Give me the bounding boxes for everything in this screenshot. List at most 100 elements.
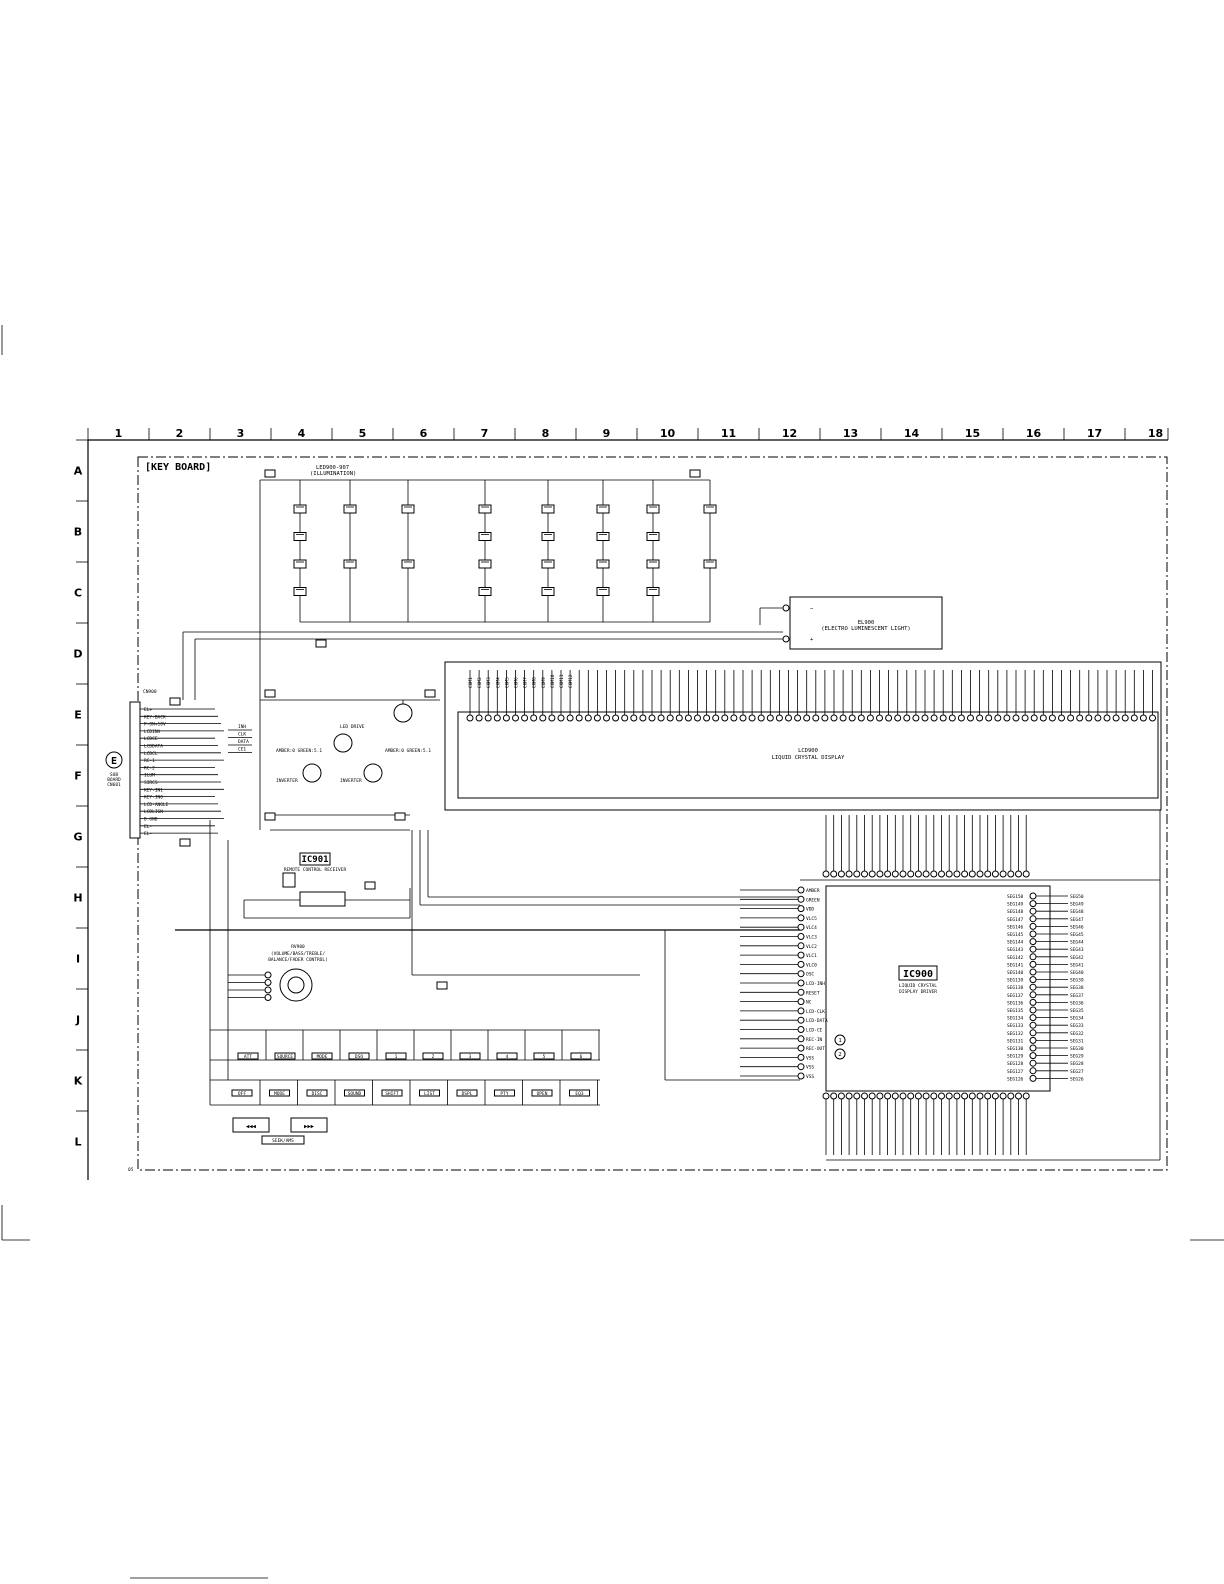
ic900-pin <box>938 870 945 878</box>
led-diode <box>596 504 610 514</box>
lcd-common-label: COM8 <box>532 677 538 688</box>
main-bus <box>175 830 800 1081</box>
ic900-pin-label: VLC1 <box>806 953 817 959</box>
ic900-pin <box>953 1092 961 1100</box>
lcd-pin <box>876 714 883 722</box>
ic900-pin-label: SEG146 <box>1007 924 1024 930</box>
ic901-desc: REMOTE CONTROL RECEIVER <box>284 867 347 873</box>
ic900-pin-net: SEG49 <box>1070 902 1084 908</box>
ic900-pin <box>1029 1052 1037 1060</box>
ic900-pin-net: SEG44 <box>1070 940 1084 946</box>
ic900-pin <box>1029 1044 1037 1052</box>
ic900-pin-label: SEG129 <box>1007 1054 1024 1060</box>
rotary-encoder: RV900 (VOLUME/BASS/TREBLE/ BALANCE/FADER… <box>228 944 328 1002</box>
ic900-pin <box>1029 945 1037 953</box>
connector-pin-label: EL+ <box>144 707 152 713</box>
lcd-pin <box>794 714 802 722</box>
amber-green-label-2: AMBER:0 GREEN:5.1 <box>385 748 431 754</box>
row-label: A <box>74 465 83 478</box>
led-drive-label: LED DRIVE <box>340 724 365 730</box>
ic900-pin-net: SEG32 <box>1070 1031 1084 1037</box>
ic900-pin <box>968 870 976 878</box>
switch-key <box>459 1052 481 1060</box>
bplus-tag <box>264 812 276 821</box>
switch-label: DISC <box>312 1091 323 1097</box>
ic900-pin-net: SEG45 <box>1070 932 1084 938</box>
lcd-pin <box>894 714 902 722</box>
illumination-section: LED900-907 (ILLUMINATION) <box>259 465 717 830</box>
ic900-pin <box>797 1072 805 1080</box>
ic900-pin-net: SEG38 <box>1070 985 1084 991</box>
ic900-pin-label: SEG144 <box>1007 940 1024 946</box>
switch-key <box>531 1089 553 1097</box>
ic900-pin-label: SEG137 <box>1007 993 1024 999</box>
ic900-pin <box>1029 983 1037 991</box>
ic900-pin <box>861 870 868 878</box>
led-diode <box>541 504 555 514</box>
ic900-pin <box>1029 998 1037 1006</box>
lcd-pin <box>502 714 510 722</box>
bplus-tag <box>264 469 276 478</box>
ic900-pin-net: SEG33 <box>1070 1023 1084 1029</box>
ic900-pin <box>976 1092 984 1100</box>
switch-label: SHIFT <box>385 1091 399 1097</box>
bus-label: CE1 <box>238 747 246 753</box>
ic900-pin <box>1029 907 1037 915</box>
ic900-pin <box>797 933 805 940</box>
connector-pin-label: RC-2 <box>144 765 155 771</box>
ic900-pin <box>899 870 907 878</box>
lcd-pin <box>1149 714 1156 722</box>
lcd-pin <box>939 714 947 722</box>
ref-1: 1 <box>838 1038 841 1044</box>
column-label: 15 <box>965 427 980 440</box>
column-label: 18 <box>1148 427 1163 440</box>
ic900-pin <box>861 1092 868 1100</box>
led-diode <box>646 587 660 596</box>
ic900-pin-net: SEG36 <box>1070 1000 1084 1006</box>
ic900-pin <box>899 1092 907 1100</box>
switch-key <box>494 1089 515 1097</box>
lcd-pin <box>976 714 984 722</box>
lcd-pin <box>539 714 547 722</box>
ic900-pin <box>891 1092 899 1100</box>
ic900-pin <box>1007 1092 1015 1100</box>
lcd-pin <box>1067 714 1075 722</box>
ic900-pin-label: SEG126 <box>1007 1076 1024 1082</box>
ic900-pin-label: SEG145 <box>1007 932 1024 938</box>
encoder-part: RV900 <box>291 944 305 950</box>
column-label: 2 <box>176 427 184 440</box>
encoder-pin <box>264 979 272 986</box>
el-desc: (ELECTRO LUMINESCENT LIGHT) <box>821 626 910 632</box>
lcd-pin <box>521 714 529 722</box>
bplus-tag <box>424 689 436 698</box>
ic900-pin-label: OSC <box>806 972 814 978</box>
ic900-pin <box>797 1044 805 1052</box>
ic900-pin <box>930 1092 938 1100</box>
ic900-pin <box>1029 1021 1037 1029</box>
lcd-pin <box>584 714 592 722</box>
ic900-pin <box>1029 976 1037 984</box>
lcd-pin <box>921 714 929 722</box>
lcd-pin <box>612 714 620 722</box>
ic900-pin <box>891 870 899 878</box>
lcd-pin <box>730 714 738 722</box>
ic900-pin <box>968 1092 976 1100</box>
lcd-pin <box>1048 714 1056 722</box>
lcd-pin <box>839 714 847 722</box>
led-diode <box>478 504 492 514</box>
encoder-pin <box>264 994 272 1001</box>
illumination-ref: LED900-907 <box>316 465 349 471</box>
ic900-pin <box>797 960 805 968</box>
ic900-pin-label: VLC3 <box>806 935 817 941</box>
lcd-pin <box>739 714 747 722</box>
lcd-pin <box>857 714 865 722</box>
ic900-pin <box>853 870 861 878</box>
switch-key <box>496 1052 518 1060</box>
bplus-tag <box>315 639 327 648</box>
switch-key <box>422 1052 444 1060</box>
lcd-pin <box>1003 714 1011 722</box>
ic900-pin <box>1029 892 1037 900</box>
lcd-pin <box>994 714 1002 722</box>
bus-label: INH <box>238 724 246 730</box>
